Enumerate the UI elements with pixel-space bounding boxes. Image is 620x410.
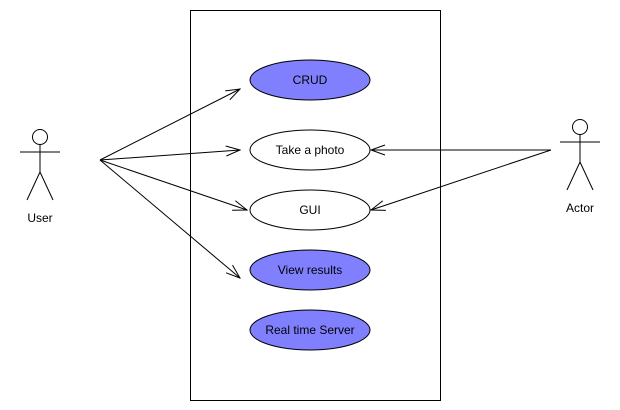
actor-actor[interactable]: Actor [560,119,600,216]
stick-figure-icon [20,129,60,201]
use-case-gui-shape [249,189,371,231]
use-case-view-results-label: View results [278,263,342,277]
stick-figure-icon [560,119,600,191]
use-case-take-photo-shape [249,129,371,171]
use-case-view-results[interactable]: View results [249,249,371,291]
use-case-gui-label: GUI [299,203,320,217]
use-case-crud[interactable]: CRUD [249,59,371,101]
arrow-user-to-crud [99,89,240,161]
user-associations [99,89,247,278]
arrow-user-to-view-results [99,159,240,278]
actor-actor-label: Actor [566,201,594,215]
actor-user[interactable]: User [20,129,60,226]
use-case-realtime-server-label: Real time Server [265,323,354,337]
use-case-realtime-server-shape [249,309,371,351]
use-case-realtime-server[interactable]: Real time Server [249,309,371,351]
arrow-actor-to-gui [371,149,552,210]
actor-user-label: User [27,211,52,225]
use-case-take-photo-label: Take a photo [276,143,345,157]
use-case-crud-label: CRUD [293,73,328,87]
use-case-gui[interactable]: GUI [249,189,371,231]
use-case-take-photo[interactable]: Take a photo [249,129,371,171]
arrow-user-to-gui [99,159,247,210]
arrow-user-to-take-photo [99,150,240,161]
actor-associations [371,149,552,210]
use-case-view-results-shape [249,249,371,291]
use-case-crud-shape [249,59,371,101]
